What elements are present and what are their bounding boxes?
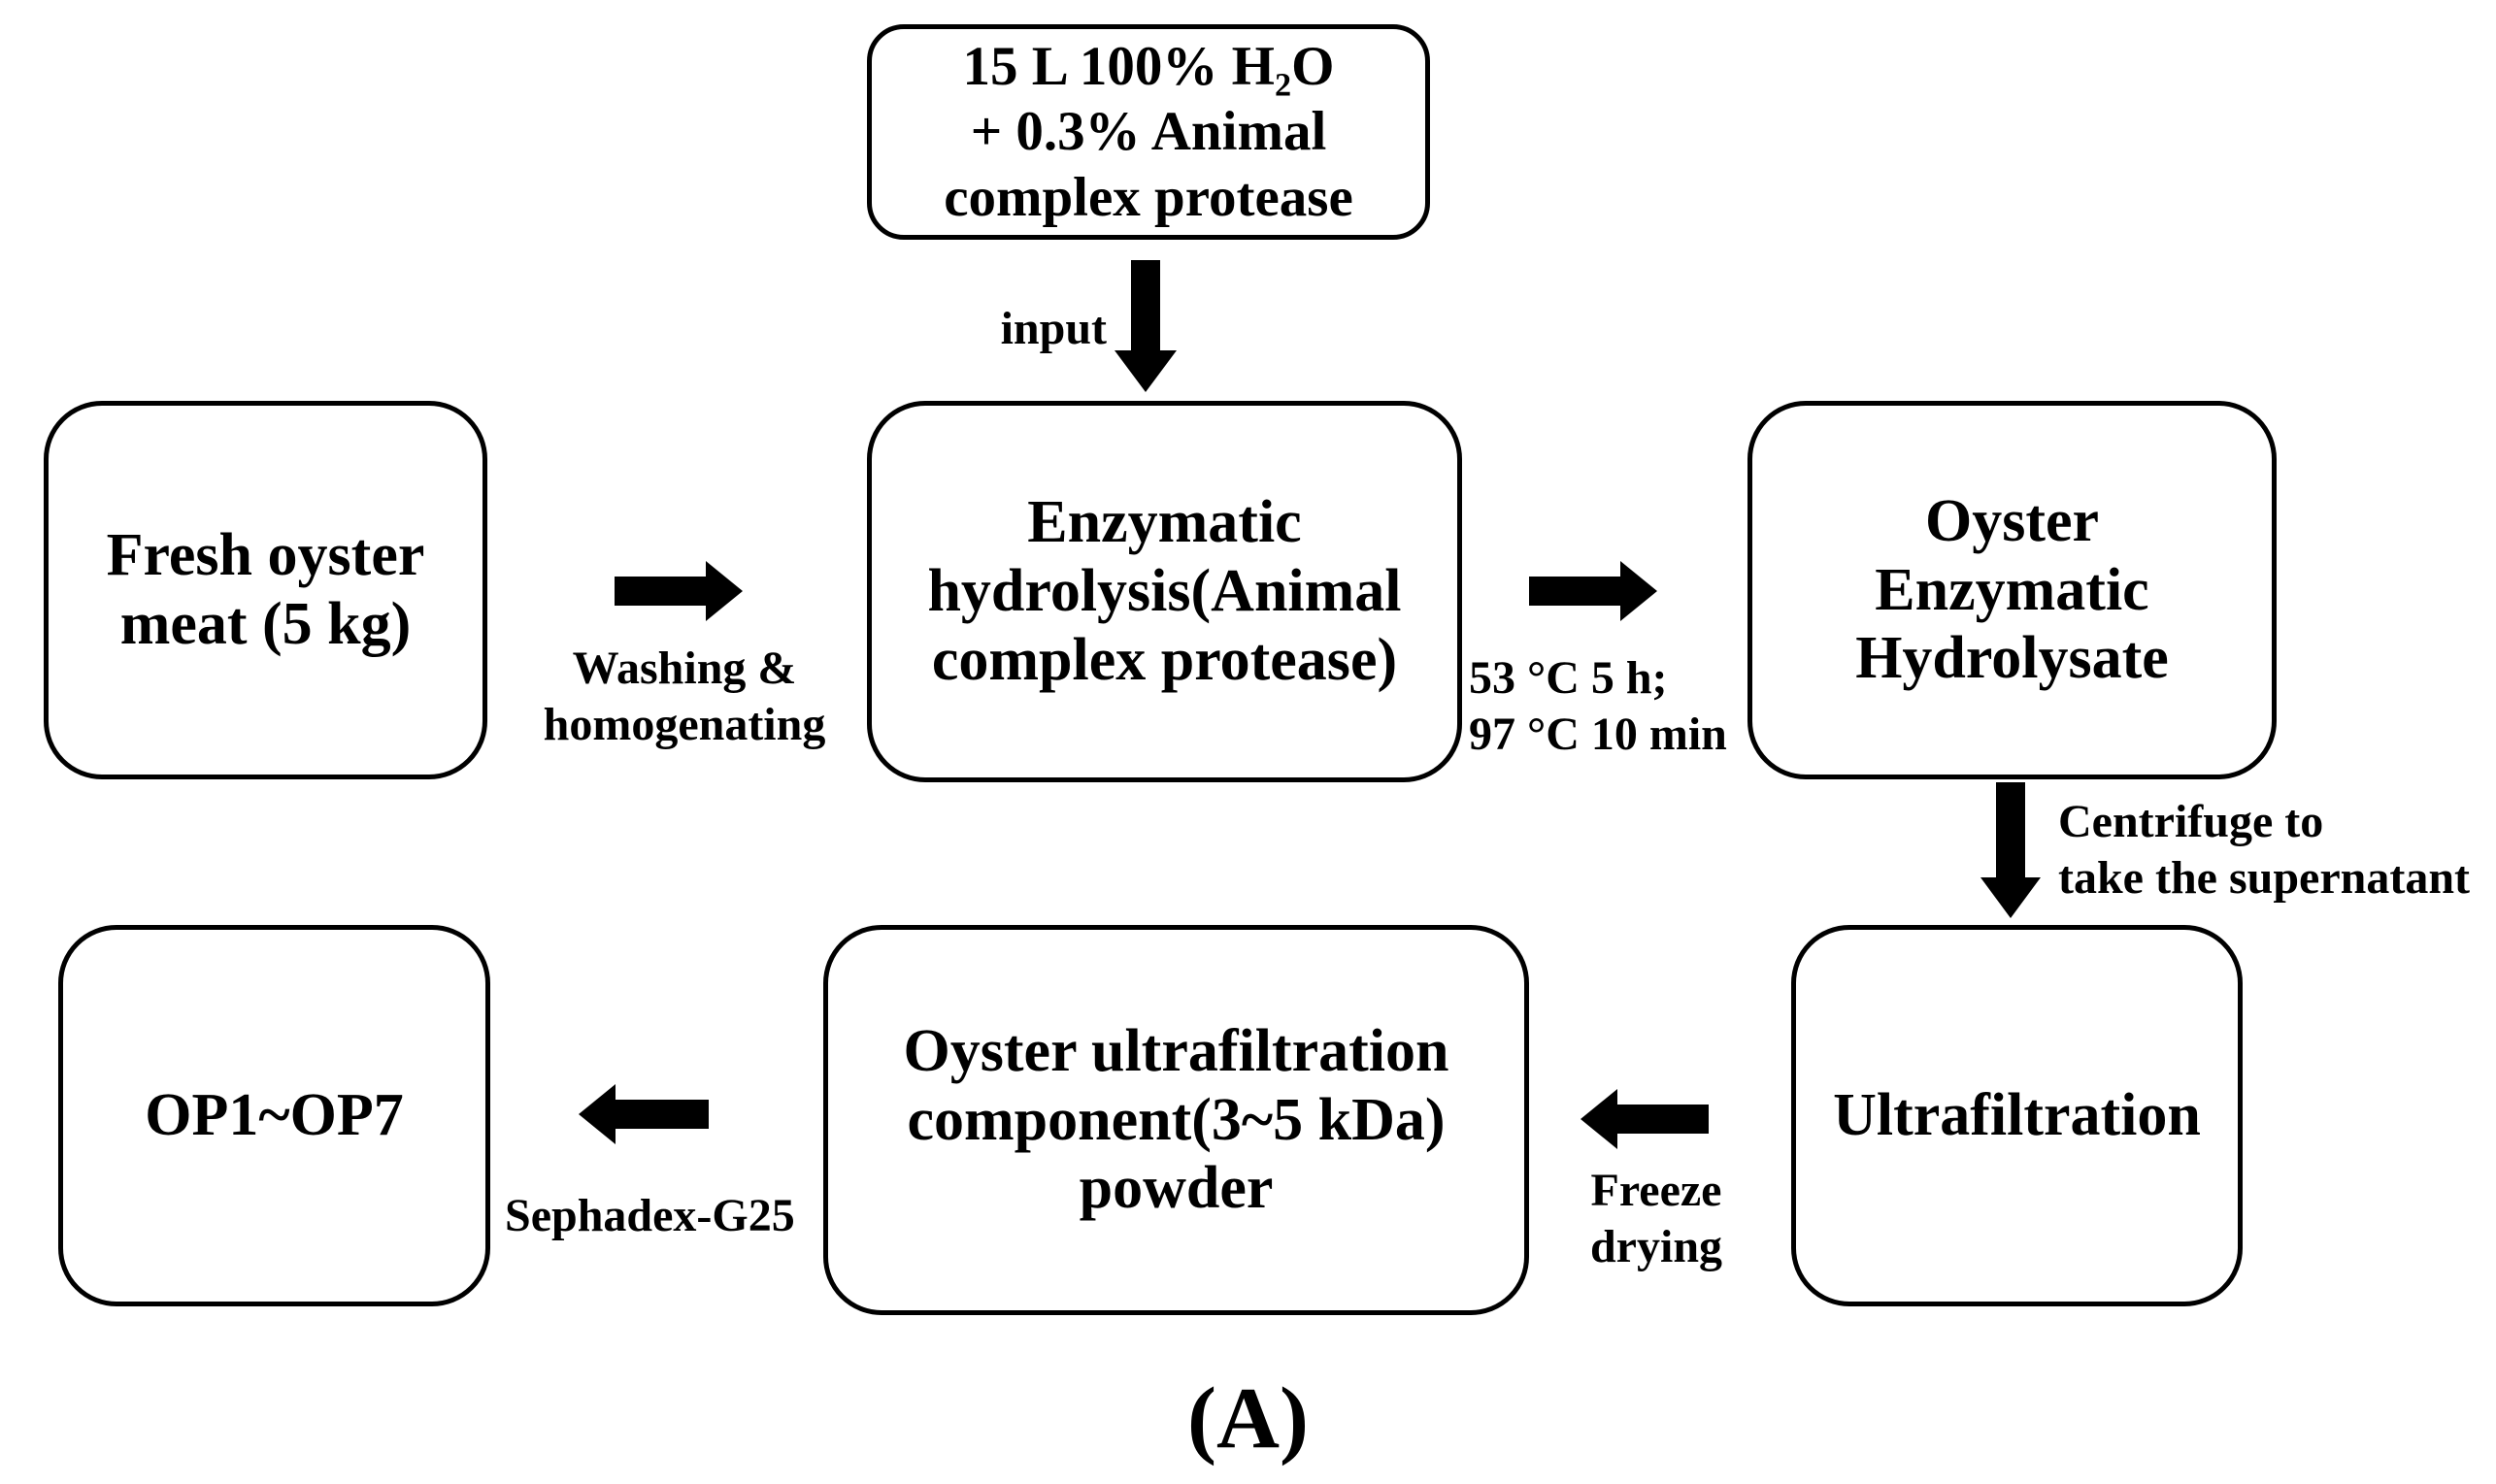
node-ultrafiltration-text: Ultrafiltration — [1833, 1081, 2201, 1150]
node-text-line: component(3~5 kDa) — [907, 1086, 1446, 1153]
label-line: Freeze — [1590, 1165, 1722, 1216]
node-text-line: hydrolysis(Animal — [927, 558, 1402, 625]
label-line: input — [1000, 303, 1107, 354]
node-enzymatic-hydrolysis-text: Enzymatic hydrolysis(Animal complex prot… — [927, 488, 1401, 694]
node-text-line: + 0.3% Animal — [970, 101, 1327, 163]
sephadex-label: Sephadex-G25 — [505, 1188, 795, 1244]
node-text-line: complex protease — [944, 166, 1353, 228]
node-text-line: meat (5 kg) — [119, 591, 412, 657]
input-label: input — [864, 301, 1107, 357]
node-fresh-oyster-meat-text: Fresh oyster meat (5 kg) — [107, 521, 425, 658]
node-text-line: Ultrafiltration — [1833, 1082, 2201, 1149]
label-line: 97 °C 10 min — [1469, 708, 1727, 760]
freeze-drying-left-arrow-icon — [1581, 1089, 1709, 1149]
node-op1-op7: OP1~OP7 — [58, 925, 490, 1306]
node-text-line: Enzymatic — [1875, 556, 2149, 623]
label-line: Centrifuge to — [2058, 796, 2324, 847]
node-text-line: OP1~OP7 — [145, 1082, 404, 1149]
node-text-line: 15 L 100% H₂O — [962, 36, 1335, 98]
node-fresh-oyster-meat: Fresh oyster meat (5 kg) — [44, 401, 487, 779]
node-text-line: Enzymatic — [1027, 489, 1302, 556]
node-oyster-ultrafiltration-powder: Oyster ultrafiltration component(3~5 kDa… — [823, 925, 1529, 1315]
label-line: homogenating — [543, 698, 826, 750]
sephadex-left-arrow-icon — [579, 1084, 709, 1144]
node-oyster-enzymatic-hydrolysate: Oyster Enzymatic Hydrolysate — [1747, 401, 2277, 779]
heating-right-arrow-icon — [1529, 561, 1657, 621]
node-text-line: complex protease) — [931, 626, 1398, 693]
label-line: Washing & — [572, 643, 797, 694]
node-text-line: powder — [1079, 1155, 1274, 1222]
node-text-line: Fresh oyster — [106, 522, 425, 589]
node-text-line: Oyster ultrafiltration — [903, 1017, 1449, 1084]
label-line: drying — [1589, 1220, 1723, 1272]
washing-label: Washing & homogenating — [519, 641, 849, 752]
node-op1-op7-text: OP1~OP7 — [145, 1081, 403, 1150]
washing-right-arrow-icon — [615, 561, 743, 621]
input-down-arrow-icon — [1115, 260, 1177, 392]
centrifuge-label: Centrifuge to take the supernatant — [2058, 794, 2470, 906]
heating-label: 53 °C 5 h; 97 °C 10 min — [1469, 650, 1727, 762]
freeze-drying-label: Freeze drying — [1553, 1163, 1759, 1274]
node-oyster-enzymatic-hydrolysate-text: Oyster Enzymatic Hydrolysate — [1855, 487, 2169, 693]
node-text-line: Hydrolysate — [1855, 625, 2169, 692]
node-enzymatic-hydrolysis: Enzymatic hydrolysis(Animal complex prot… — [867, 401, 1462, 782]
label-line: 53 °C 5 h; — [1469, 652, 1668, 704]
node-oyster-ultrafiltration-powder-text: Oyster ultrafiltration component(3~5 kDa… — [904, 1017, 1449, 1223]
figure-caption: (A) — [1187, 1370, 1309, 1467]
node-water-protease: 15 L 100% H₂O + 0.3% Animal complex prot… — [867, 24, 1430, 240]
centrifuge-down-arrow-icon — [1980, 782, 2041, 918]
node-ultrafiltration: Ultrafiltration — [1791, 925, 2243, 1306]
label-line: Sephadex-G25 — [505, 1190, 795, 1241]
node-water-protease-text: 15 L 100% H₂O + 0.3% Animal complex prot… — [944, 34, 1353, 230]
node-text-line: Oyster — [1924, 487, 2100, 554]
label-line: take the supernatant — [2058, 851, 2471, 904]
